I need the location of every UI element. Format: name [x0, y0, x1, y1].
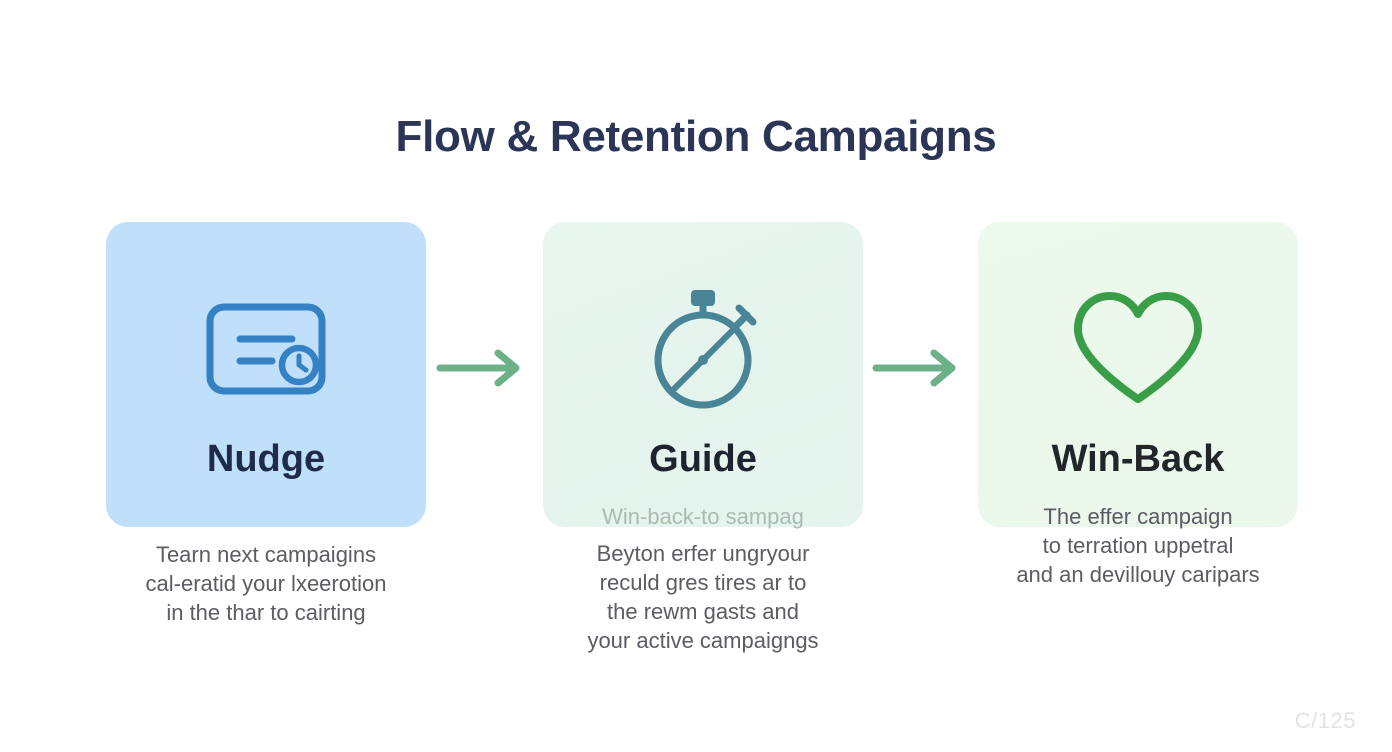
description-line: to terration uppetral [1042, 533, 1234, 558]
stage-card-winback[interactable]: Win-Back [978, 222, 1298, 527]
stage-label-winback: Win-Back [1051, 438, 1225, 480]
stage-description-winback: The effer campaign to terration uppetral… [956, 502, 1320, 589]
stage-nudge[interactable]: Nudge Tearn next campaigins cal-eratid y… [106, 222, 426, 625]
heart-icon [978, 284, 1298, 414]
description-line: the rewm gasts and [607, 599, 799, 624]
stage-description-nudge: Tearn next campaigins cal-eratid your lx… [84, 540, 448, 627]
stage-label-guide: Guide [649, 438, 757, 480]
stage-winback[interactable]: Win-Back The effer campaign to terration… [978, 222, 1298, 587]
stage-guide[interactable]: Guide Win-back-to sampag Beyton erfer un… [543, 222, 863, 653]
card-clock-icon [106, 284, 426, 414]
description-line: The effer campaign [1043, 504, 1233, 529]
compass-stopwatch-icon [543, 284, 863, 414]
stage-ghost-text-guide: Win-back-to sampag [602, 504, 804, 529]
description-line: cal-eratid your lxeerotion [145, 571, 387, 596]
stage-card-nudge[interactable]: Nudge [106, 222, 426, 527]
description-line: Beyton erfer ungryour [596, 541, 810, 566]
description-line: your active campaigngs [587, 628, 819, 653]
stage-description-guide: Beyton erfer ungryour reculd gres tires … [521, 539, 885, 655]
stage-label-nudge: Nudge [206, 438, 326, 480]
description-line: and an devillouy caripars [1016, 562, 1260, 587]
campaign-flow-diagram: Nudge Tearn next campaigins cal-eratid y… [0, 222, 1392, 682]
arrow-right-icon [870, 348, 970, 388]
description-line: reculd gres tires ar to [599, 570, 807, 595]
footer-note: C/125 [1294, 708, 1356, 733]
page-title: Flow & Retention Campaigns [395, 112, 997, 162]
stage-card-guide[interactable]: Guide Win-back-to sampag [543, 222, 863, 529]
description-line: in the thar to cairting [166, 600, 366, 625]
arrow-right-icon [434, 348, 534, 388]
description-line: Tearn next campaigins [155, 542, 377, 567]
